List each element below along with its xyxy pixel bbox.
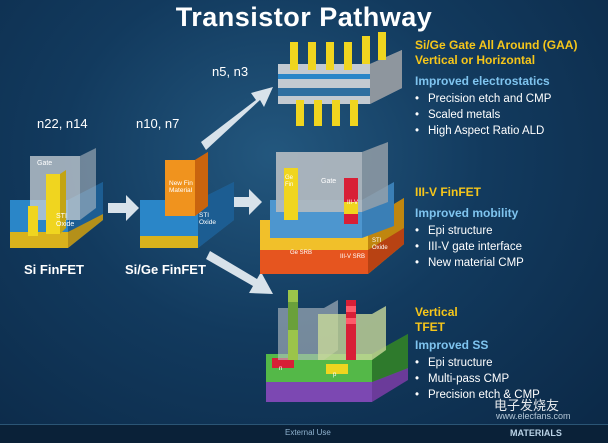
arrow-sige-to-iii-v (234, 189, 262, 215)
si-sti-label: STI Oxide (56, 213, 75, 228)
arrow-sige-to-gaa (201, 87, 273, 150)
panel-iii-v: III-V FinFET Improved mobility Epi struc… (415, 185, 524, 271)
arrow-sige-to-tfet (206, 251, 273, 294)
panel-iii-v-bullets: Epi structure III-V gate interface New m… (415, 223, 524, 271)
footer-note: External Use (285, 428, 331, 437)
iii-sti-label: STI Oxide (372, 238, 388, 251)
si-gate-label: Gate (37, 160, 53, 167)
footer-bar (0, 424, 608, 443)
panel-tfet-subheading: Improved SS (415, 338, 489, 352)
tfet-p-label: p (333, 372, 337, 378)
panel-gaa-heading-line1: Si/Ge Gate All Around (GAA) (415, 38, 578, 52)
si-finfet-device (10, 148, 103, 248)
panel-gaa-subheading: Improved electrostatics (415, 74, 550, 88)
tfet-n-label: n (279, 366, 283, 372)
iii-iii-v-label: III-V (347, 200, 359, 206)
si-finfet-label: Si FinFET (24, 262, 84, 277)
gaa-device (278, 32, 402, 126)
list-item: Epi structure (415, 223, 524, 239)
list-item: Scaled metals (415, 107, 577, 123)
sige-sti-label: STI Oxide (199, 212, 216, 226)
panel-tfet: Vertical TFET Improved SS Epi structure … (415, 305, 540, 403)
panel-gaa: Si/Ge Gate All Around (GAA) Vertical or … (415, 38, 577, 139)
iii-v-finfet-device (260, 142, 404, 274)
list-item: Multi-pass CMP (415, 371, 540, 387)
panel-tfet-heading-line2: TFET (415, 320, 445, 334)
list-item: Precision etch and CMP (415, 91, 577, 107)
sige-finfet-label: Si/Ge FinFET (125, 262, 206, 277)
panel-gaa-heading-line2: Vertical or Horizontal (415, 53, 536, 67)
node-label-middle: n10, n7 (136, 116, 180, 131)
iii-ge-srb-label: Ge SRB (290, 250, 313, 256)
list-item: Precision etch & CMP (415, 387, 540, 403)
sige-finfet-device (140, 152, 234, 248)
watermark-url: www.elecfans.com (496, 411, 571, 421)
footer-brand: MATERIALS (510, 428, 562, 438)
page-title: Transistor Pathway (175, 2, 433, 32)
list-item: New material CMP (415, 255, 524, 271)
iii-ge-fin-label: Ge Fin (285, 175, 294, 188)
panel-iii-v-subheading: Improved mobility (415, 206, 519, 220)
list-item: Epi structure (415, 355, 540, 371)
list-item: III-V gate interface (415, 239, 524, 255)
panel-gaa-bullets: Precision etch and CMP Scaled metals Hig… (415, 91, 577, 139)
arrow-si-to-sige (108, 195, 139, 221)
iii-iii-v-srb-label: III-V SRB (340, 254, 366, 260)
sige-fin-label: New Fin Material (169, 180, 193, 194)
node-label-top: n5, n3 (212, 64, 249, 79)
list-item: High Aspect Ratio ALD (415, 123, 577, 139)
panel-tfet-heading-line1: Vertical (415, 305, 458, 319)
panel-tfet-bullets: Epi structure Multi-pass CMP Precision e… (415, 355, 540, 403)
watermark-text: 电子发烧友 (494, 398, 560, 413)
vertical-tfet-device (266, 290, 408, 402)
iii-gate-label: Gate (321, 178, 337, 185)
panel-iii-v-heading: III-V FinFET (415, 185, 481, 199)
node-label-left: n22, n14 (37, 116, 88, 131)
